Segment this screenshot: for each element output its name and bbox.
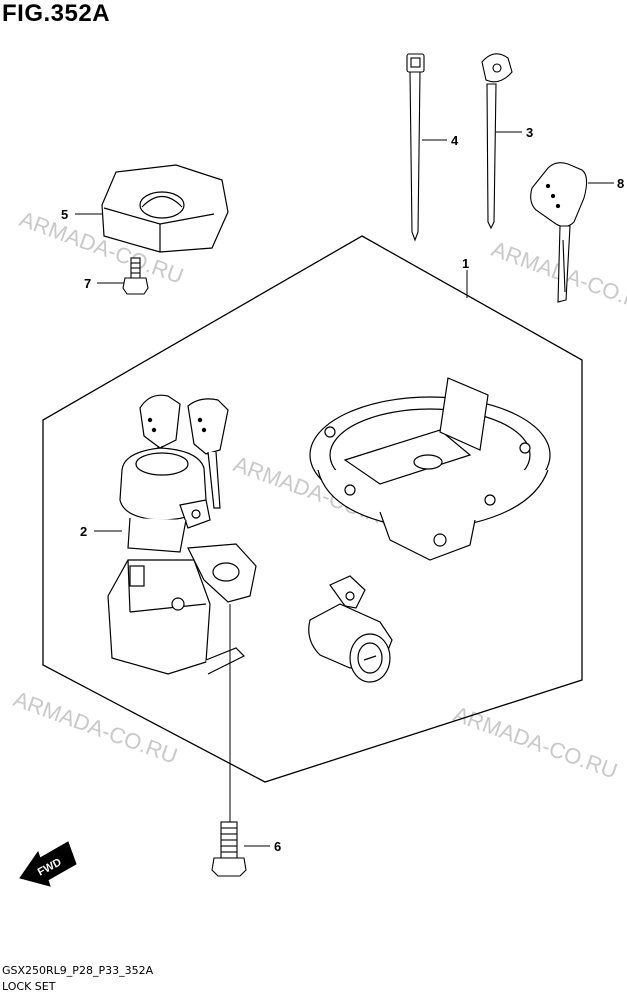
watermark-text: ARMADA-CO.RU — [488, 236, 627, 318]
leader-lines — [75, 131, 614, 847]
callout-2: 2 — [80, 524, 87, 539]
cylinder-lock-part — [308, 575, 393, 683]
figure-title: FIG.352A — [2, 0, 111, 27]
callout-1: 1 — [462, 256, 469, 271]
fwd-arrow-icon: FWD — [19, 841, 77, 887]
watermark-text: ARMADA-CO.RU — [10, 686, 181, 768]
assembly-outline — [42, 235, 583, 783]
callout-7: 7 — [84, 276, 91, 291]
callout-3: 3 — [526, 125, 533, 140]
fuel-cap-lock-part — [309, 377, 551, 561]
callout-8: 8 — [617, 176, 624, 191]
screw-part — [122, 257, 149, 295]
key-part — [530, 162, 588, 303]
callout-6: 6 — [274, 839, 281, 854]
figure-code: GSX250RL9_P28_P33_352A — [2, 964, 154, 977]
cable-tie-part — [406, 53, 425, 242]
figure-name: LOCK SET — [2, 980, 56, 993]
callout-5: 5 — [61, 207, 68, 222]
ignition-switch-part — [107, 394, 257, 675]
switch-cover-part — [101, 164, 229, 253]
bolt-part — [211, 821, 247, 877]
callout-4: 4 — [451, 133, 459, 148]
key-tag-tie-part — [481, 53, 513, 230]
callout-labels: 1 2 3 4 5 6 7 8 — [61, 125, 624, 854]
